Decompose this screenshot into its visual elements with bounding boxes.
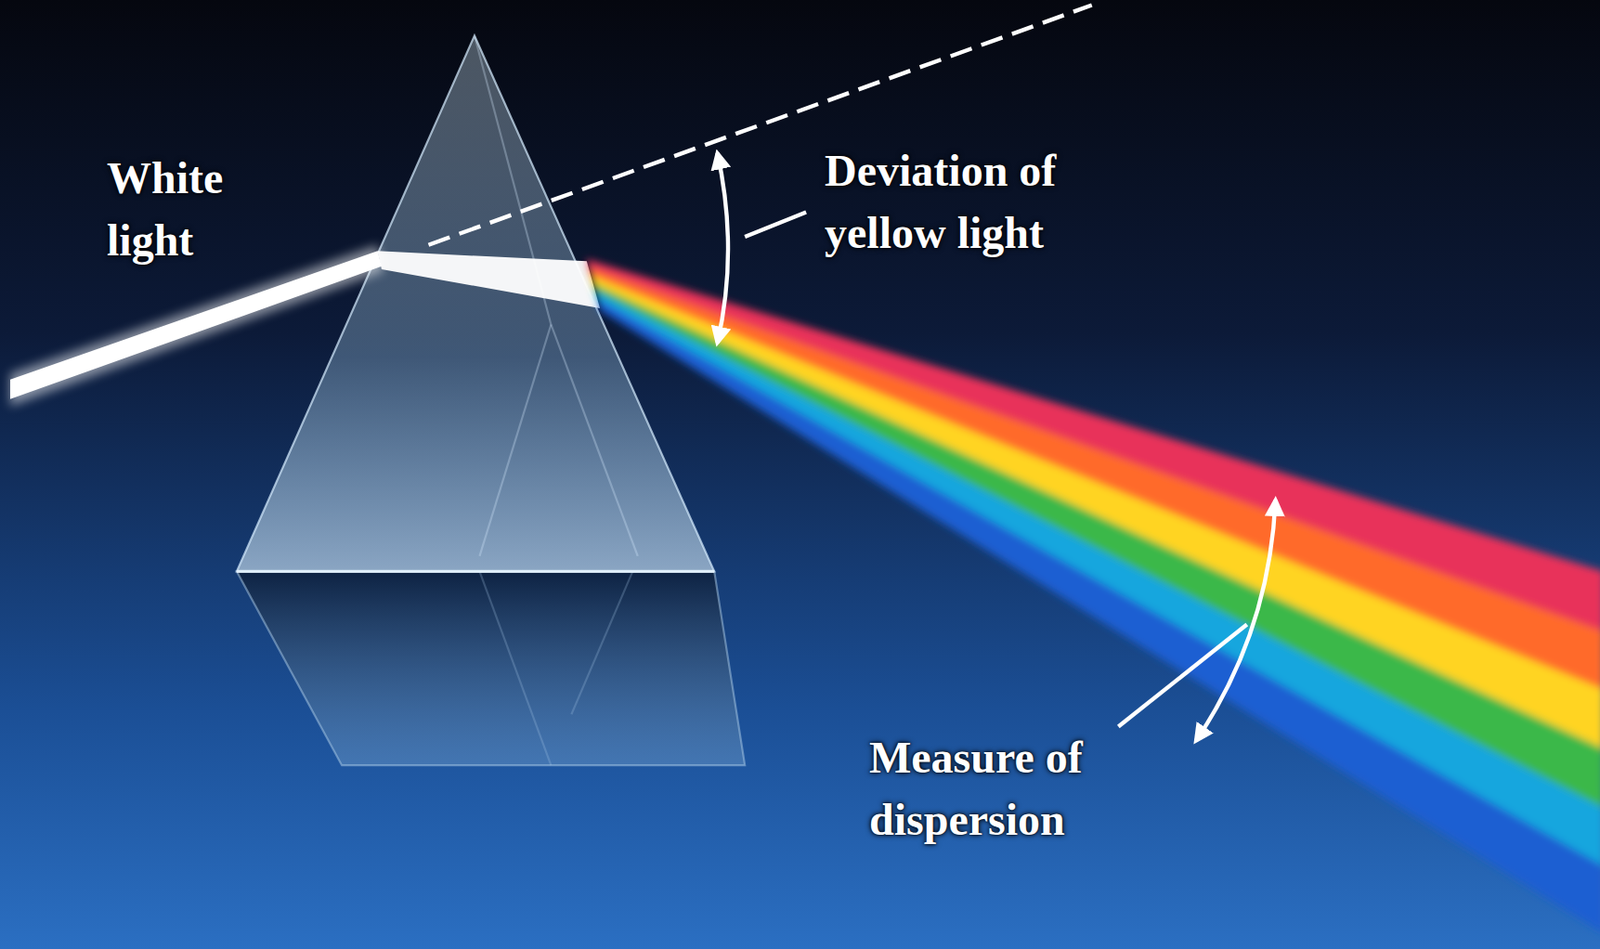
- figure-label: White light: [106, 146, 256, 272]
- figure-label: Measure of dispersion: [869, 726, 1111, 851]
- figure-label: Deviation of yellow light: [824, 139, 1094, 264]
